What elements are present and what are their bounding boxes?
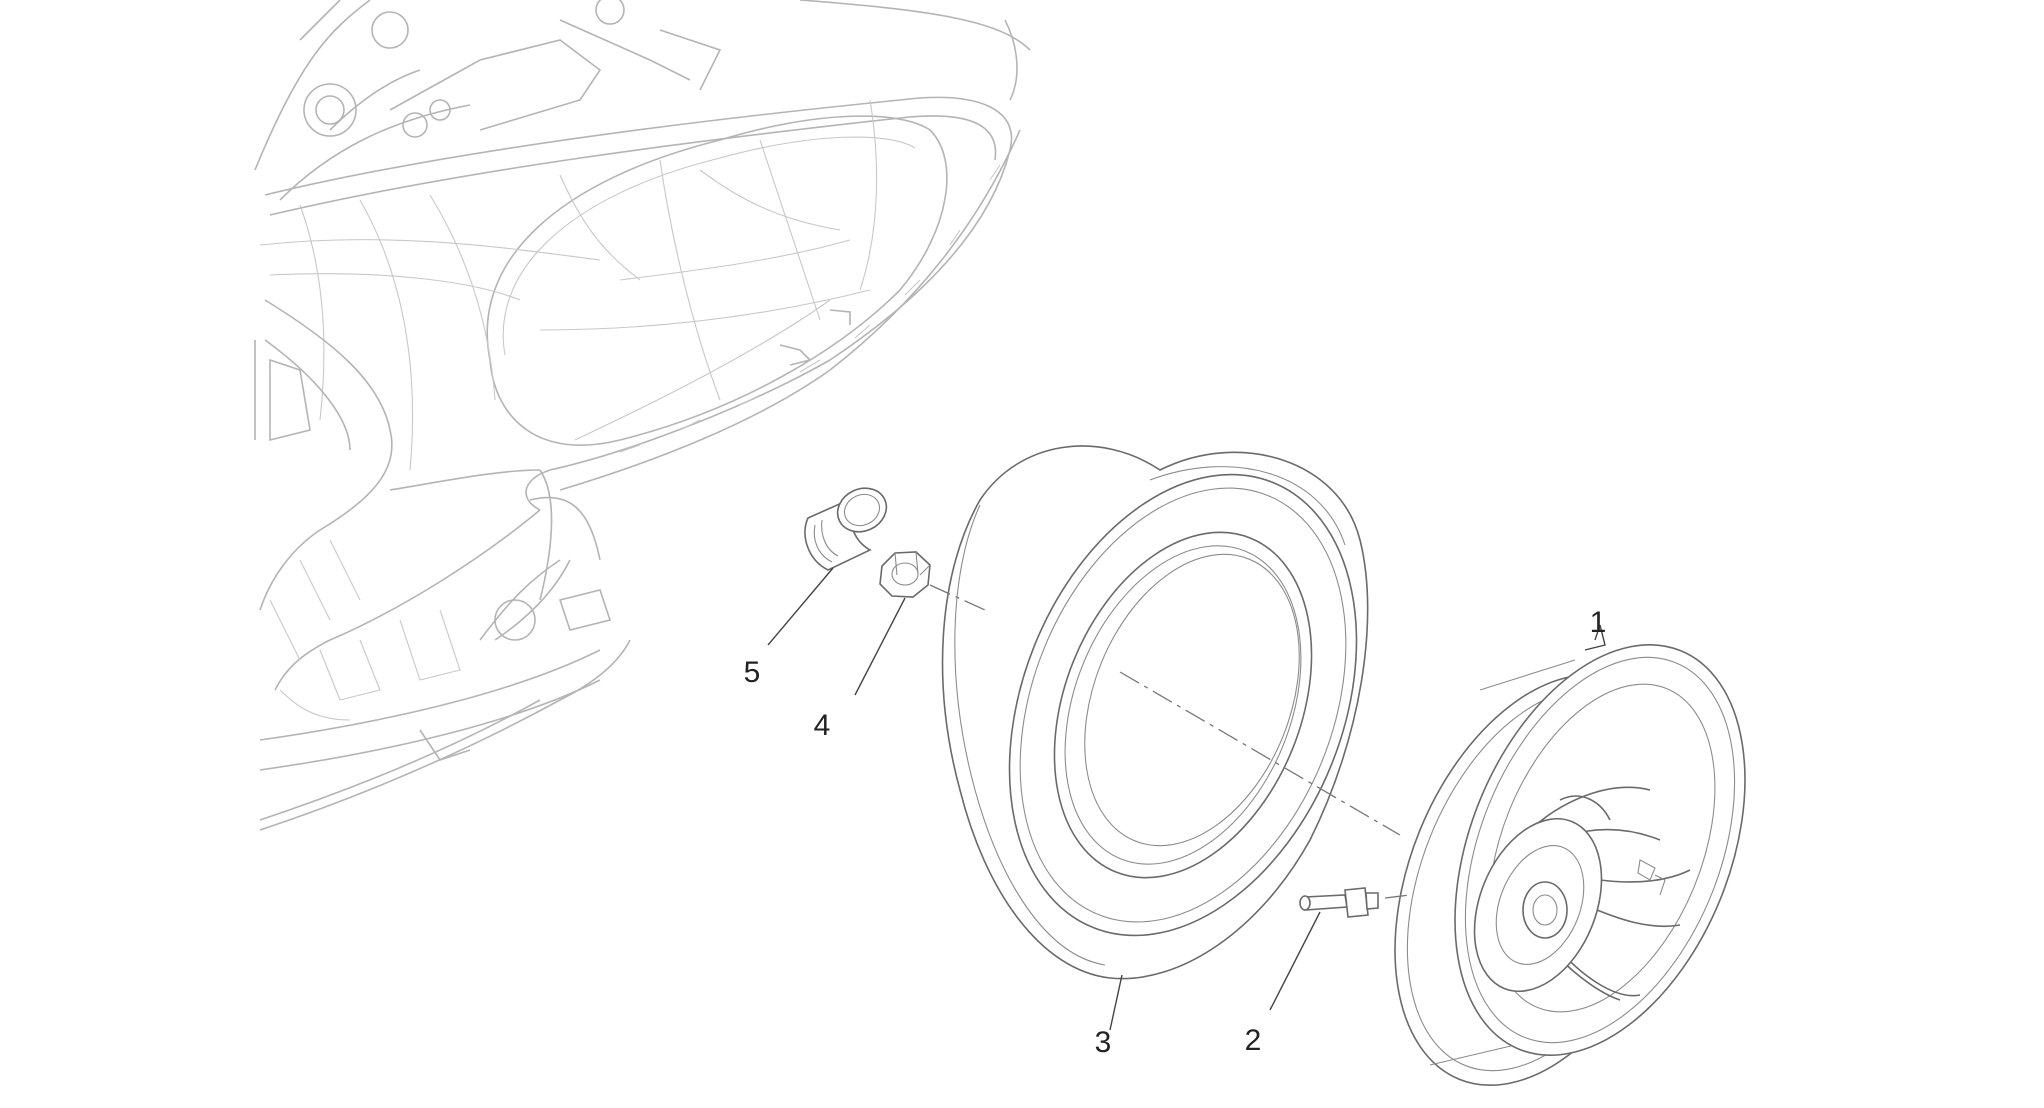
callout-label-2: 2	[1245, 1024, 1262, 1057]
tire	[941, 445, 1369, 980]
tire-valve	[1299, 887, 1379, 918]
callout-label-4: 4	[814, 709, 831, 742]
callout-label-5: 5	[744, 656, 761, 689]
hex-nut	[879, 551, 931, 598]
assembly-axis	[929, 584, 1411, 899]
leader-line-5	[767, 567, 834, 646]
scooter-body-panel	[254, 0, 1031, 831]
leader-line-1	[1584, 624, 1606, 651]
leader-line-3	[1109, 974, 1123, 1031]
callout-labels: 1 2 3 4 5	[744, 606, 1607, 1059]
leader-line-2	[1269, 911, 1321, 1011]
leader-lines	[767, 567, 1606, 1031]
wheel-rim	[1394, 643, 1746, 1087]
spacer-bushing	[804, 487, 888, 571]
callout-label-1: 1	[1590, 606, 1607, 639]
leader-line-4	[854, 597, 906, 696]
callout-label-3: 3	[1095, 1026, 1112, 1059]
leader-line-1b	[1594, 624, 1601, 641]
